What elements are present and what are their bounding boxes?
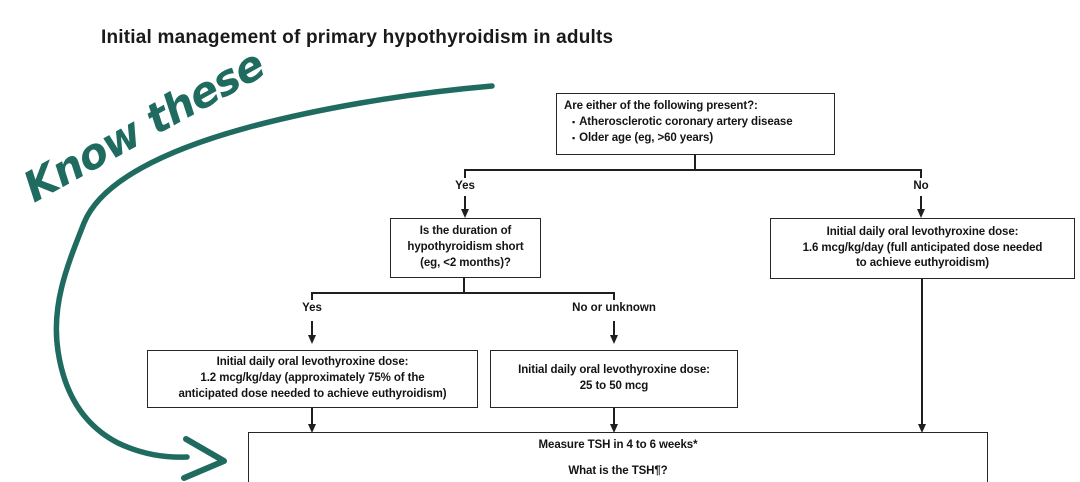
connector-no-stub: [920, 171, 922, 178]
arrowhead-no-top: [917, 209, 925, 218]
annotation-arrowhead: [181, 436, 227, 481]
root-bullet-1-text: Atherosclerotic coronary artery disease: [579, 115, 793, 128]
connector-full-to-tsh: [921, 279, 923, 424]
arrowhead-yes-mid: [308, 335, 316, 344]
reduced-dose-line-1: Initial daily oral levothyroxine dose:: [216, 356, 409, 369]
branch-label-yes-top: Yes: [455, 180, 475, 192]
reduced-dose-box: Initial daily oral levothyroxine dose: 1…: [147, 350, 478, 408]
page-title: Initial management of primary hypothyroi…: [101, 27, 614, 48]
annotation-text: Know these: [15, 40, 272, 212]
low-dose-box: Initial daily oral levothyroxine dose: 2…: [490, 350, 738, 408]
connector-yes-arrow-line: [464, 196, 466, 210]
connector-nounknown-stub: [613, 294, 615, 300]
root-question: Are either of the following present?:: [564, 100, 758, 112]
duration-line-3: (eg, <2 months)?: [420, 256, 511, 269]
duration-line-1: Is the duration of: [419, 225, 512, 238]
root-bullet-1: ▪ Atherosclerotic coronary artery diseas…: [563, 115, 829, 131]
bullet-icon: ▪: [572, 116, 576, 127]
connector-yes2-stub: [311, 294, 313, 300]
branch-label-no-top: No: [913, 180, 929, 192]
arrowhead-full-to-tsh: [918, 424, 926, 433]
bullet-icon: ▪: [572, 132, 576, 143]
arrowhead-low-to-tsh: [610, 424, 618, 433]
full-dose-line-3: to achieve euthyroidism): [855, 257, 990, 270]
full-dose-line-1: Initial daily oral levothyroxine dose:: [826, 225, 1019, 238]
reduced-dose-line-3: anticipated dose needed to achieve euthy…: [178, 387, 447, 400]
connector-nounknown-arrow-line: [613, 321, 615, 335]
root-bullet-2: ▪ Older age (eg, >60 years): [563, 131, 829, 147]
tsh-followup-line-1: Measure TSH in 4 to 6 weeks*: [538, 439, 698, 451]
arrowhead-yes-top: [461, 209, 469, 218]
connector-low-to-tsh: [613, 408, 615, 424]
connector-root-stub: [694, 155, 696, 171]
reduced-dose-line-2: 1.2 mcg/kg/day (approximately 75% of the: [200, 372, 425, 385]
duration-line-2: hypothyroidism short: [407, 241, 524, 254]
root-question-box: Are either of the following present?: ▪ …: [556, 93, 835, 155]
full-dose-line-2: 1.6 mcg/kg/day (full anticipated dose ne…: [802, 241, 1043, 254]
duration-question-box: Is the duration of hypothyroidism short …: [390, 218, 541, 278]
connector-yes-stub: [464, 171, 466, 178]
root-bullet-2-text: Older age (eg, >60 years): [579, 131, 714, 144]
tsh-followup-box: Measure TSH in 4 to 6 weeks* What is the…: [248, 432, 988, 482]
tsh-followup-line-2: What is the TSH¶?: [568, 464, 668, 477]
branch-label-yes-mid: Yes: [302, 302, 322, 314]
low-dose-line-2: 25 to 50 mcg: [579, 380, 649, 392]
arrowhead-no-or-unknown: [610, 335, 618, 344]
low-dose-line-1: Initial daily oral levothyroxine dose:: [518, 364, 710, 377]
connector-root-split: [464, 169, 922, 171]
connector-yes2-arrow-line: [311, 321, 313, 335]
branch-label-no-or-unknown: No or unknown: [572, 302, 656, 314]
connector-reduced-to-tsh: [311, 408, 313, 424]
connector-duration-split: [311, 292, 615, 294]
full-dose-box: Initial daily oral levothyroxine dose: 1…: [770, 218, 1075, 279]
connector-no-arrow-line: [920, 196, 922, 210]
